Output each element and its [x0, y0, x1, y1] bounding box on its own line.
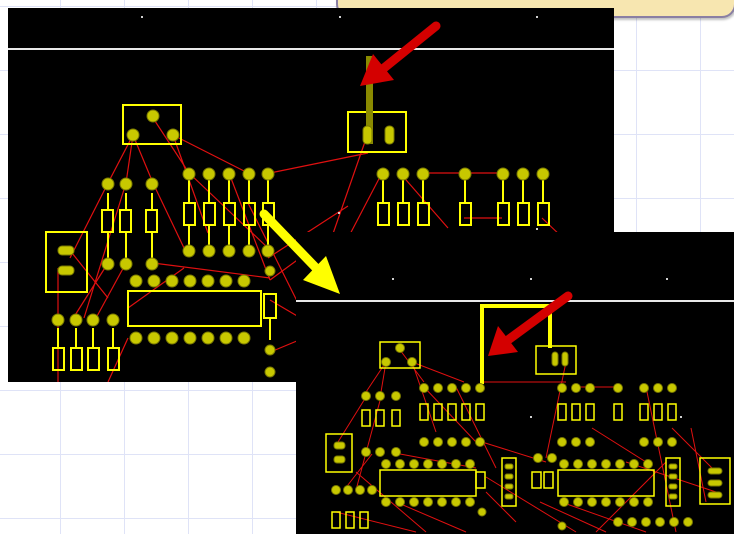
pcb-view-after[interactable] — [296, 232, 734, 534]
pcb-layout-after — [296, 278, 734, 533]
trace-segment — [366, 56, 373, 144]
component-outlines-2 — [325, 341, 731, 529]
component-leads — [57, 180, 544, 348]
pads — [51, 109, 550, 378]
routed-trace — [480, 304, 552, 384]
pads-2 — [331, 343, 723, 531]
pcb-layout-before — [8, 16, 614, 382]
